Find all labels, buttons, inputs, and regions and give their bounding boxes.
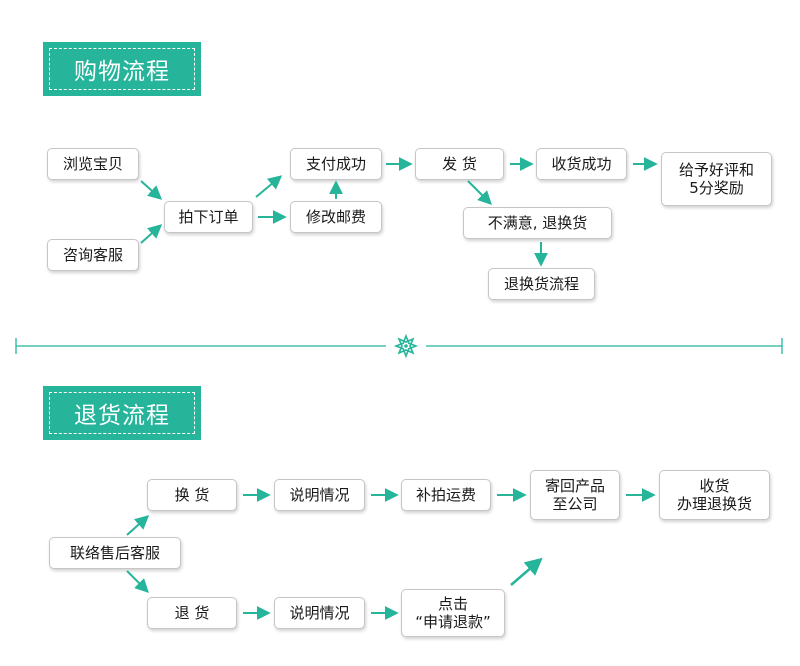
arrow-consult-to-order bbox=[140, 224, 163, 244]
flower-ornament-icon bbox=[393, 333, 419, 359]
step-explain-return: 说明情况 bbox=[274, 597, 365, 629]
section-title: 购物流程 bbox=[49, 48, 195, 90]
section-header-shopping: 购物流程 bbox=[43, 42, 201, 96]
section-header-return: 退货流程 bbox=[43, 386, 201, 440]
step-browse: 浏览宝贝 bbox=[47, 148, 139, 180]
section-title: 退货流程 bbox=[49, 392, 195, 434]
step-exchange: 换 货 bbox=[147, 479, 237, 511]
arrow-ship-to-dissatisfied bbox=[467, 180, 492, 205]
arrow-refund-to-sendback bbox=[510, 557, 543, 586]
step-request-refund: 点击 “申请退款” bbox=[401, 589, 505, 637]
step-receive-handle: 收货 办理退换货 bbox=[659, 470, 770, 520]
step-explain-exchange: 说明情况 bbox=[274, 479, 365, 511]
step-ship: 发 货 bbox=[415, 148, 504, 180]
step-contact-service: 联络售后客服 bbox=[49, 537, 181, 569]
step-return-flow: 退换货流程 bbox=[488, 268, 595, 300]
step-dissatisfied: 不满意, 退换货 bbox=[463, 207, 612, 239]
step-consult: 咨询客服 bbox=[47, 239, 139, 271]
step-pay-success: 支付成功 bbox=[290, 148, 382, 180]
step-pay-freight: 补拍运费 bbox=[401, 479, 491, 511]
step-place-order: 拍下订单 bbox=[164, 201, 253, 233]
section-divider bbox=[15, 338, 783, 354]
arrow-browse-to-order bbox=[140, 180, 163, 200]
step-modify-shipping: 修改邮费 bbox=[290, 201, 382, 233]
step-receive-success: 收货成功 bbox=[536, 148, 627, 180]
step-send-back: 寄回产品 至公司 bbox=[530, 470, 620, 520]
step-review: 给予好评和 5分奖励 bbox=[661, 152, 772, 206]
arrow-order-to-pay bbox=[255, 175, 283, 198]
arrow-contact-to-return bbox=[126, 570, 149, 593]
arrow-contact-to-exchange bbox=[126, 515, 150, 536]
step-return: 退 货 bbox=[147, 597, 237, 629]
